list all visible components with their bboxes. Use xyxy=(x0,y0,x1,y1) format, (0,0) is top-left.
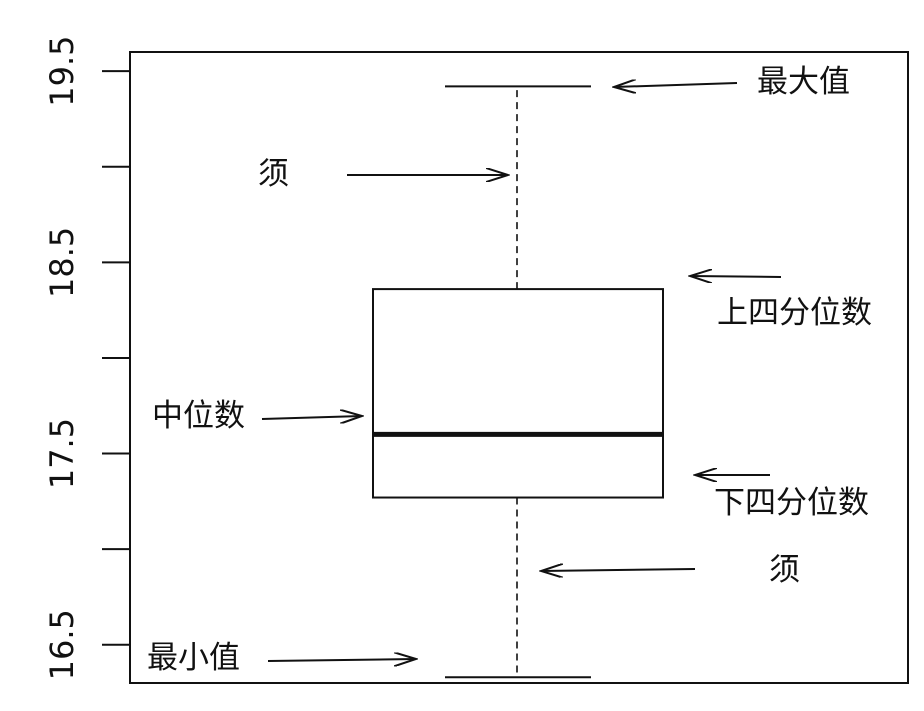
annotation-arrow-max xyxy=(614,83,738,87)
annotation-label-lower-whisker: 须 xyxy=(769,552,800,588)
annotation-arrow-median xyxy=(261,416,362,419)
annotation-label-min: 最小值 xyxy=(147,640,240,676)
annotation-arrow-lower-whisker xyxy=(541,569,696,571)
box-group xyxy=(372,85,664,679)
plot-frame xyxy=(129,51,909,684)
annotation-label-max: 最大值 xyxy=(757,64,850,100)
annotation-arrow-q3 xyxy=(690,276,782,277)
annotation-label-q3: 上四分位数 xyxy=(717,295,872,331)
y-tick-label-1: 17.5 xyxy=(43,418,81,489)
annotation-label-upper-whisker: 须 xyxy=(258,156,289,192)
annotation-label-median: 中位数 xyxy=(152,398,245,434)
annotation-arrow-min xyxy=(267,659,416,661)
y-tick-label-3: 19.5 xyxy=(43,35,81,106)
y-tick-label-0: 16.5 xyxy=(43,609,81,680)
iqr-box xyxy=(372,288,664,499)
y-tick-label-2: 18.5 xyxy=(43,227,81,298)
annotation-label-q1: 下四分位数 xyxy=(714,485,869,521)
y-axis: 16.5 17.5 18.5 19.5 xyxy=(43,35,131,680)
